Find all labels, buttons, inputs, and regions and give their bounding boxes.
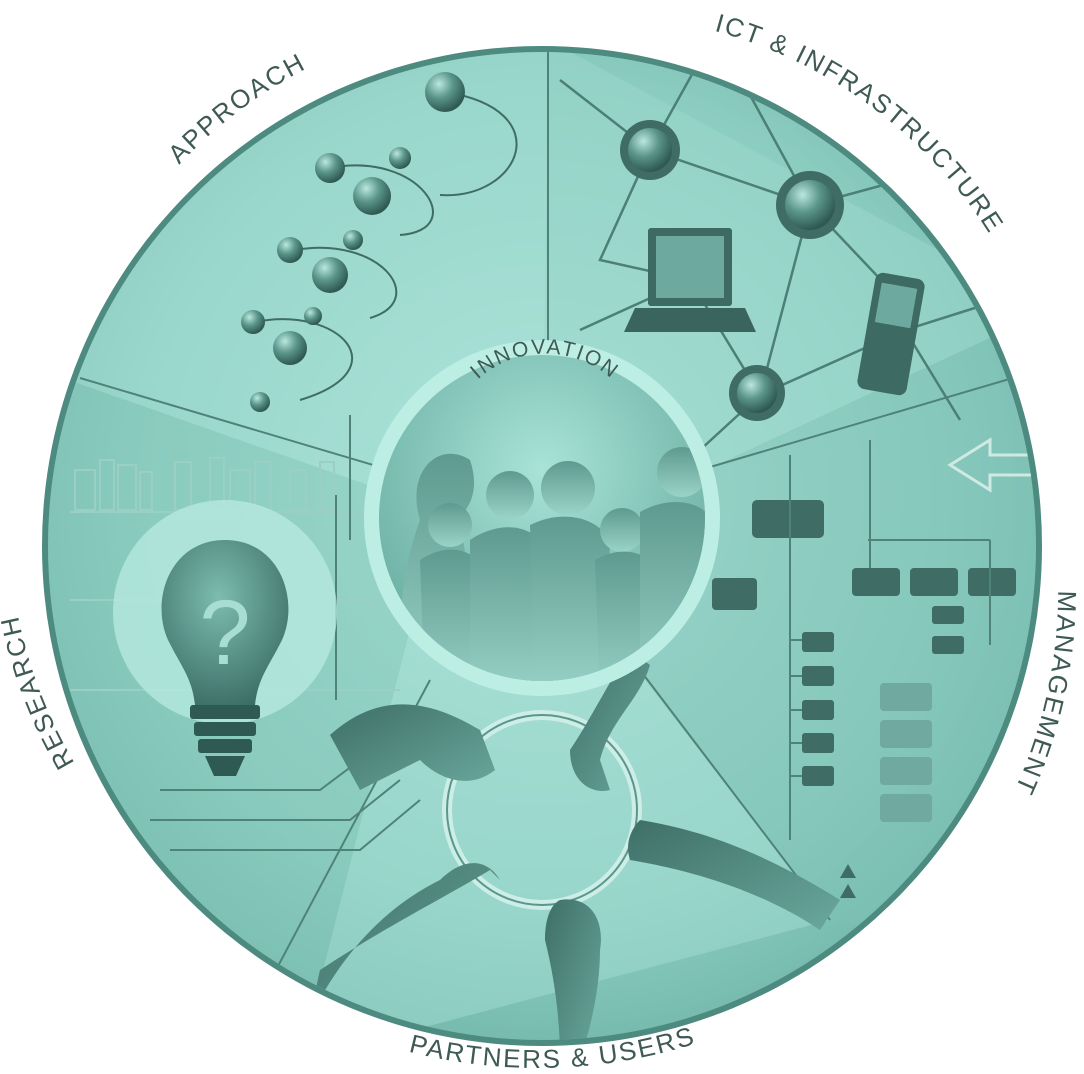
lightbulb-icon: ? [113, 500, 337, 776]
hands-ring-edge [446, 714, 638, 906]
management-orgchart [712, 500, 1016, 786]
joined-hands [290, 650, 840, 1040]
approach-molecules [241, 72, 465, 412]
segment-partners [300, 546, 830, 1040]
management-blocks [880, 683, 932, 822]
management-lines [789, 440, 991, 840]
question-mark-icon: ? [199, 582, 250, 684]
phone-icon [857, 272, 925, 396]
arrow-icon [947, 437, 1036, 493]
triangle-icons [840, 864, 856, 898]
ict-nodes [620, 120, 844, 421]
laptop-icon [624, 228, 756, 332]
research-circuit [150, 415, 421, 851]
approach-orbits [254, 91, 518, 401]
